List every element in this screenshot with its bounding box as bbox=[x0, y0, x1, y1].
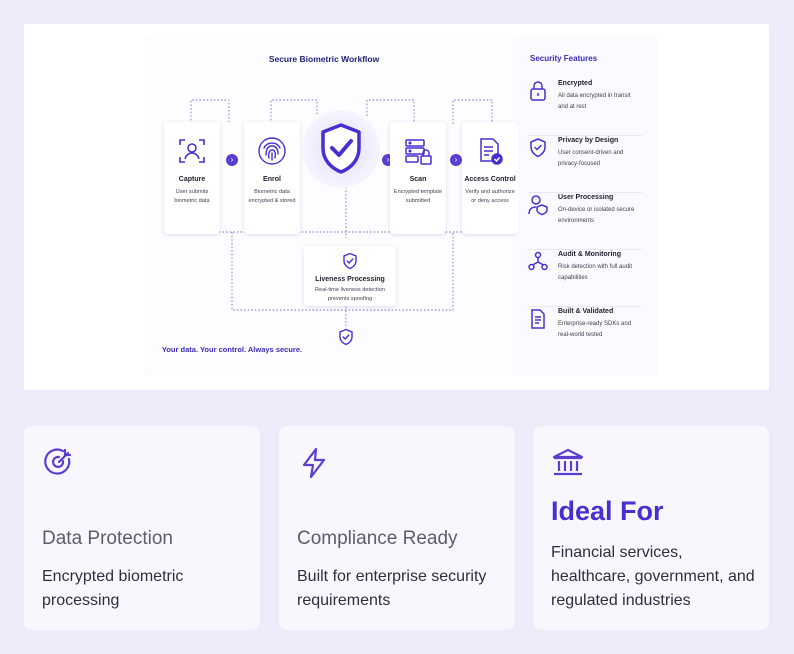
bank-icon bbox=[551, 446, 585, 485]
step-desc: Verify and authorize or deny access bbox=[465, 189, 515, 204]
liveness-title: Liveness Processing bbox=[315, 276, 385, 283]
liveness-processing: Liveness Processing Real-time liveness d… bbox=[304, 246, 396, 306]
feature-privacy: Privacy by Design User consent-driven an… bbox=[528, 137, 640, 189]
step-desc: User submits biometric data bbox=[174, 189, 210, 204]
card-desc: Financial services, healthcare, governme… bbox=[551, 544, 755, 609]
security-features-panel: Security Features Encrypted All data enc… bbox=[518, 36, 658, 376]
server-lock-icon bbox=[403, 136, 433, 171]
shield-check-icon bbox=[321, 123, 361, 174]
card-compliance-ready: Compliance Ready Built for enterprise se… bbox=[279, 426, 515, 630]
face-scan-icon bbox=[177, 136, 207, 171]
arrow-right-icon: › bbox=[450, 154, 462, 166]
shield-check-icon bbox=[338, 328, 354, 351]
workflow-diagram: Secure Biometric Workflow Capture User s… bbox=[144, 36, 522, 376]
feature-desc: All data encrypted in transit and at res… bbox=[558, 93, 631, 110]
card-heading: Data Protection bbox=[42, 528, 173, 549]
shield-check-icon bbox=[342, 252, 358, 275]
feature-desc: On-device or isolated secure environment… bbox=[558, 207, 635, 224]
step-desc: Encrypted template submitted bbox=[393, 189, 443, 204]
divider bbox=[528, 249, 642, 250]
workflow-panel: Secure Biometric Workflow Capture User s… bbox=[24, 24, 769, 390]
step-title: Access Control bbox=[464, 176, 516, 183]
card-heading: Compliance Ready bbox=[297, 528, 458, 549]
divider bbox=[528, 306, 642, 307]
feature-desc: User consent-driven and privacy-focused bbox=[558, 150, 624, 167]
divider bbox=[528, 135, 642, 136]
feature-desc: Enterprise-ready SDKs and real-world tes… bbox=[558, 321, 632, 338]
shield-check-icon bbox=[528, 137, 548, 164]
arrow-right-icon: › bbox=[226, 154, 238, 166]
card-data-protection: Data Protection Encrypted biometric proc… bbox=[24, 426, 260, 630]
card-desc: Encrypted biometric processing bbox=[42, 568, 184, 609]
feature-audit: Audit & Monitoring Risk detection with f… bbox=[528, 251, 640, 303]
step-title: Enrol bbox=[263, 176, 281, 183]
card-ideal-for: Ideal For Financial services, healthcare… bbox=[533, 426, 769, 630]
step-title: Capture bbox=[178, 176, 206, 183]
security-features-title: Security Features bbox=[530, 54, 598, 63]
user-shield-icon bbox=[528, 194, 548, 221]
workflow-footer: Your data. Your control. Always secure. bbox=[161, 345, 303, 354]
document-check-icon bbox=[475, 136, 505, 171]
feature-title: Audit & Monitoring bbox=[558, 251, 621, 258]
network-icon bbox=[528, 251, 548, 278]
card-desc: Built for enterprise security requiremen… bbox=[297, 568, 487, 609]
fingerprint-icon bbox=[257, 136, 287, 171]
feature-encrypted: Encrypted All data encrypted in transit … bbox=[528, 80, 640, 132]
step-title: Scan bbox=[409, 176, 427, 183]
document-icon bbox=[528, 308, 548, 335]
lightning-icon bbox=[297, 446, 331, 485]
feature-title: Built & Validated bbox=[558, 308, 614, 315]
step-desc: Biometric data encrypted & stored bbox=[248, 189, 296, 204]
feature-user-processing: User Processing On-device or isolated se… bbox=[528, 194, 640, 246]
central-shield bbox=[302, 110, 380, 188]
card-heading: Ideal For bbox=[551, 496, 664, 526]
lock-icon bbox=[528, 80, 548, 107]
feature-desc: Risk detection with full audit capabilit… bbox=[558, 264, 633, 281]
feature-built-validated: Built & Validated Enterprise-ready SDKs … bbox=[528, 308, 640, 360]
step-capture: Capture User submits biometric data bbox=[164, 122, 220, 234]
step-access-control: Access Control Verify and authorize or d… bbox=[462, 122, 518, 234]
step-enrol: Enrol Biometric data encrypted & stored bbox=[244, 122, 300, 234]
divider bbox=[528, 192, 642, 193]
feature-title: Privacy by Design bbox=[558, 137, 619, 144]
feature-title: Encrypted bbox=[558, 80, 593, 87]
feature-title: User Processing bbox=[558, 194, 614, 201]
liveness-desc: Real-time liveness detection prevents sp… bbox=[315, 287, 385, 302]
step-scan: Scan Encrypted template submitted bbox=[390, 122, 446, 234]
target-icon bbox=[42, 446, 76, 485]
workflow-title: Secure Biometric Workflow bbox=[268, 54, 380, 64]
